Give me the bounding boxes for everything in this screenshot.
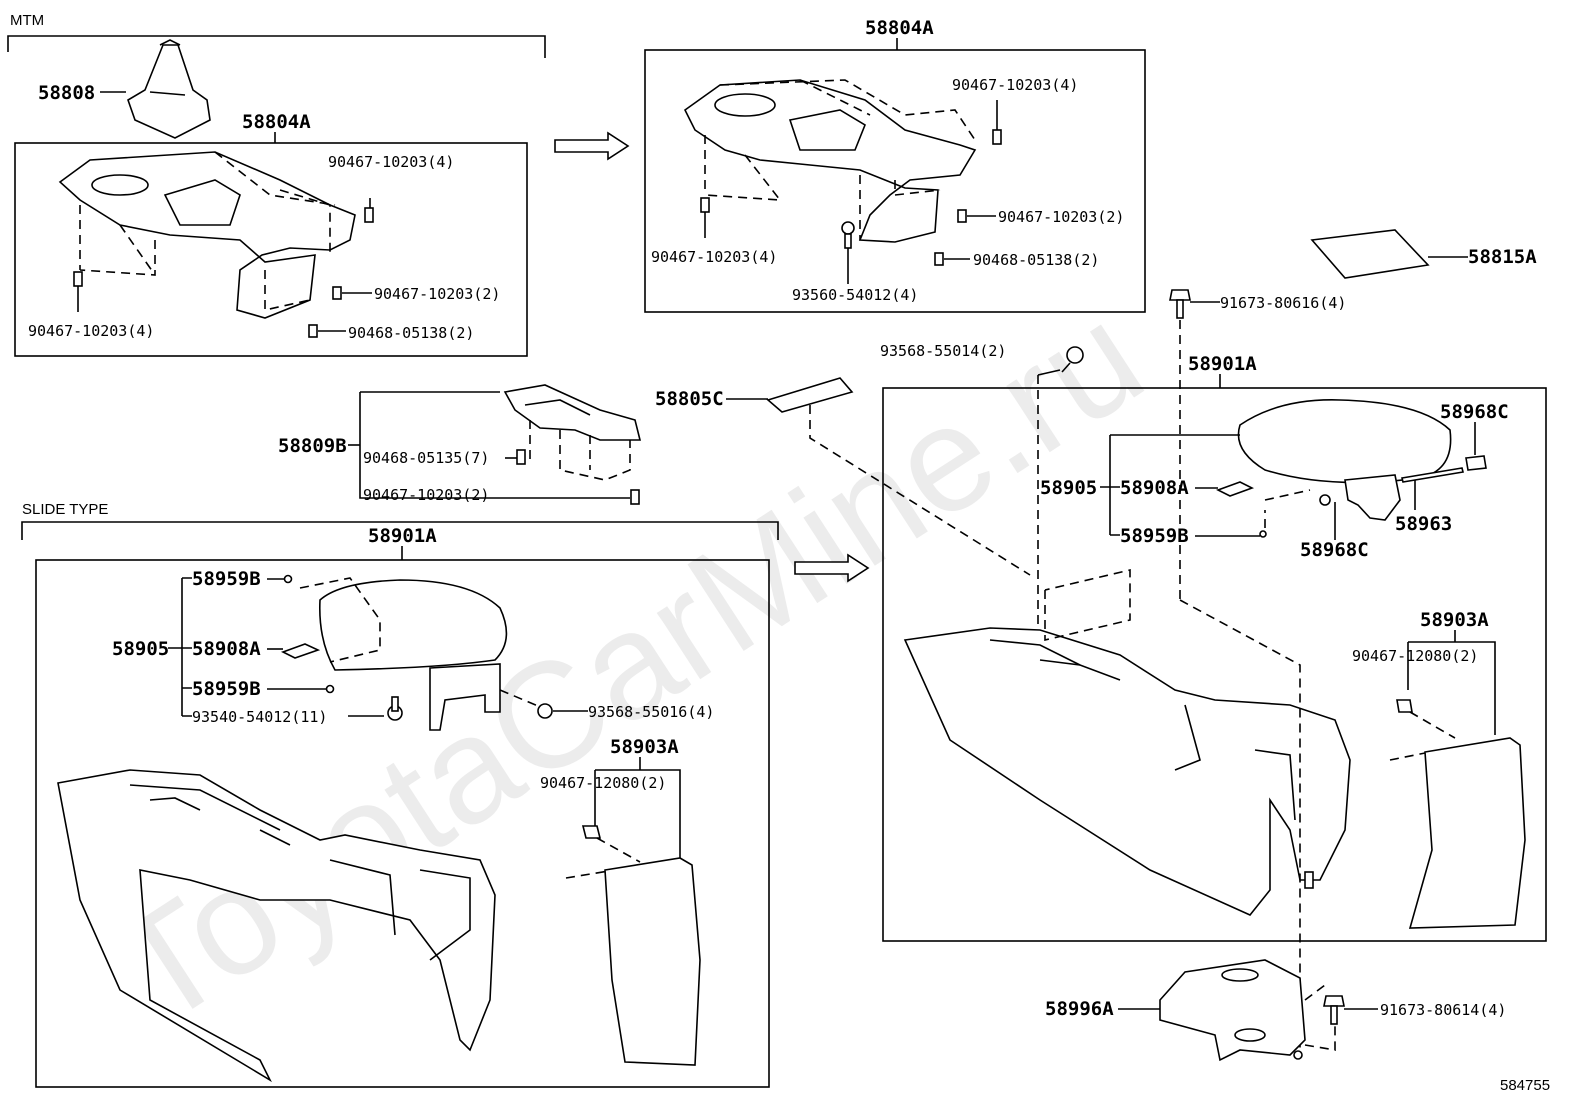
box-58901a-slide (35, 559, 770, 1088)
clip-top-c[interactable] (957, 209, 967, 223)
label-58968c-right-top: 58968C (1440, 401, 1509, 423)
label-90468-05138-2-top: 90468-05138(2) (973, 251, 1099, 269)
label-58903a-slide: 58903A (610, 736, 679, 758)
label-90467-10203-2-mtm: 90467-10203(2) (374, 285, 500, 303)
plug-right[interactable] (1259, 530, 1267, 538)
clip-58809b-a[interactable] (516, 449, 526, 465)
label-58809b: 58809B (278, 435, 347, 457)
label-58963: 58963 (1395, 513, 1452, 535)
console-panel-top[interactable] (683, 79, 977, 243)
console-body-slide[interactable] (57, 769, 496, 1083)
label-90467-10203-4-mtm-bottom: 90467-10203(4) (28, 322, 154, 340)
label-58808: 58808 (38, 82, 95, 104)
bolt-hole-icon (1293, 1050, 1303, 1060)
label-58903a-right: 58903A (1420, 609, 1489, 631)
pin-58968c-a[interactable] (1465, 455, 1487, 471)
bolt-93540[interactable] (387, 696, 403, 721)
bolt-91673-80614[interactable] (1323, 995, 1345, 1025)
holder-58996a[interactable] (1159, 959, 1306, 1062)
section-slide-type: SLIDE TYPE 58901A 58905 58959B 58908A 58… (21, 501, 870, 1088)
box-58901a-right (882, 387, 1547, 942)
side-panel-slide[interactable] (604, 857, 701, 1066)
clip-mtm-c[interactable] (332, 286, 342, 300)
label-58908a-slide: 58908A (192, 638, 261, 660)
label-58905-right: 58905 (1040, 477, 1097, 499)
clip-mtm-d[interactable] (308, 324, 318, 338)
label-90467-10203-4-top-left: 90467-10203(4) (651, 248, 777, 266)
armrest-slide[interactable] (318, 579, 508, 731)
plate-58908a-slide[interactable] (280, 643, 321, 659)
arrow-right-icon (794, 553, 870, 583)
section-mtm: MTM 58808 58804A 90467-10203(4) (7, 12, 630, 357)
clip-right-side[interactable] (1396, 699, 1413, 713)
label-90467-12080-2-right: 90467-12080(2) (1352, 647, 1478, 665)
pad-58815a[interactable] (1310, 229, 1430, 279)
clip-right-console[interactable] (1304, 871, 1314, 889)
bolt-91673-80616[interactable] (1169, 289, 1191, 319)
label-58959b-slide-top: 58959B (192, 568, 261, 590)
clip-58809b-b[interactable] (630, 489, 640, 505)
plate-58908a-right[interactable] (1215, 481, 1255, 497)
label-58908a-right: 58908A (1120, 477, 1189, 499)
plug-slide-a[interactable] (283, 574, 293, 584)
section-58901a-right: 58901A 58905 58908A 58959B 58968C 58963 … (882, 353, 1547, 1050)
label-58815a: 58815A (1468, 246, 1537, 268)
label-90468-05135-7: 90468-05135(7) (363, 449, 489, 467)
console-panel-mtm[interactable] (58, 151, 356, 319)
label-58959b-right: 58959B (1120, 525, 1189, 547)
label-90468-05138-2-mtm: 90468-05138(2) (348, 324, 474, 342)
screw-93568-55016[interactable] (537, 703, 553, 719)
diagram-id: 584755 (1500, 1077, 1550, 1094)
label-90467-10203-4-mtm-top: 90467-10203(4) (328, 153, 454, 171)
label-93540-54012-11: 93540-54012(11) (192, 708, 327, 726)
clip-top-a[interactable] (992, 129, 1002, 145)
label-58905-slide: 58905 (112, 638, 169, 660)
label-58901a-slide: 58901A (368, 525, 437, 547)
section-58809b: 58809B 90468-05135(7) 90467-10203(2) (278, 384, 642, 505)
label-90467-12080-2-slide: 90467-12080(2) (540, 774, 666, 792)
rod-58963[interactable] (1401, 467, 1464, 483)
clip-top-b[interactable] (700, 197, 710, 213)
section-bracket-mtm (7, 35, 546, 58)
clip-mtm-b[interactable] (73, 271, 83, 287)
label-91673-80614-4: 91673-80614(4) (1380, 1001, 1506, 1019)
screw-93568-55014[interactable] (1061, 346, 1084, 373)
cover-58805c[interactable] (766, 377, 854, 413)
label-58804a-mtm: 58804A (242, 111, 311, 133)
label-93568-55016-4: 93568-55016(4) (588, 703, 714, 721)
section-bracket-slide (21, 521, 779, 540)
shift-boot-58808[interactable] (100, 39, 211, 139)
label-58901a-right: 58901A (1188, 353, 1257, 375)
pin-58968c-b[interactable] (1319, 494, 1331, 506)
clip-top-d[interactable] (934, 252, 944, 266)
screw-top-93560[interactable] (841, 221, 855, 249)
section-58804a-top: 58804A 90467-10203(4) 90467-10203(2) 904… (644, 17, 1146, 313)
console-body-right[interactable] (903, 627, 1351, 916)
label-90467-10203-4-top-right: 90467-10203(4) (952, 76, 1078, 94)
label-58804a-top: 58804A (865, 17, 934, 39)
arrow-right-icon (554, 131, 630, 161)
side-panel-right[interactable] (1408, 737, 1526, 929)
label-58996a: 58996A (1045, 998, 1114, 1020)
clip-slide-side[interactable] (581, 825, 602, 839)
bracket-58809b[interactable] (503, 384, 642, 441)
section-label-slide-type: SLIDE TYPE (22, 501, 108, 518)
box-58804a-mtm (14, 142, 528, 357)
label-58968c-right-bottom: 58968C (1300, 539, 1369, 561)
label-90467-10203-2-58809b: 90467-10203(2) (363, 486, 489, 504)
plug-slide-b[interactable] (325, 684, 335, 694)
label-91673-80616-4: 91673-80616(4) (1220, 294, 1346, 312)
label-93568-55014-2: 93568-55014(2) (880, 342, 1006, 360)
box-58804a-top (644, 49, 1146, 313)
armrest-right[interactable] (1237, 399, 1452, 521)
clip-mtm-a[interactable] (364, 207, 374, 223)
label-93560-54012-4: 93560-54012(4) (792, 286, 918, 304)
label-90467-10203-2-top: 90467-10203(2) (998, 208, 1124, 226)
label-58959b-slide-bottom: 58959B (192, 678, 261, 700)
section-label-mtm: MTM (10, 12, 44, 29)
label-58805c: 58805C (655, 388, 724, 410)
